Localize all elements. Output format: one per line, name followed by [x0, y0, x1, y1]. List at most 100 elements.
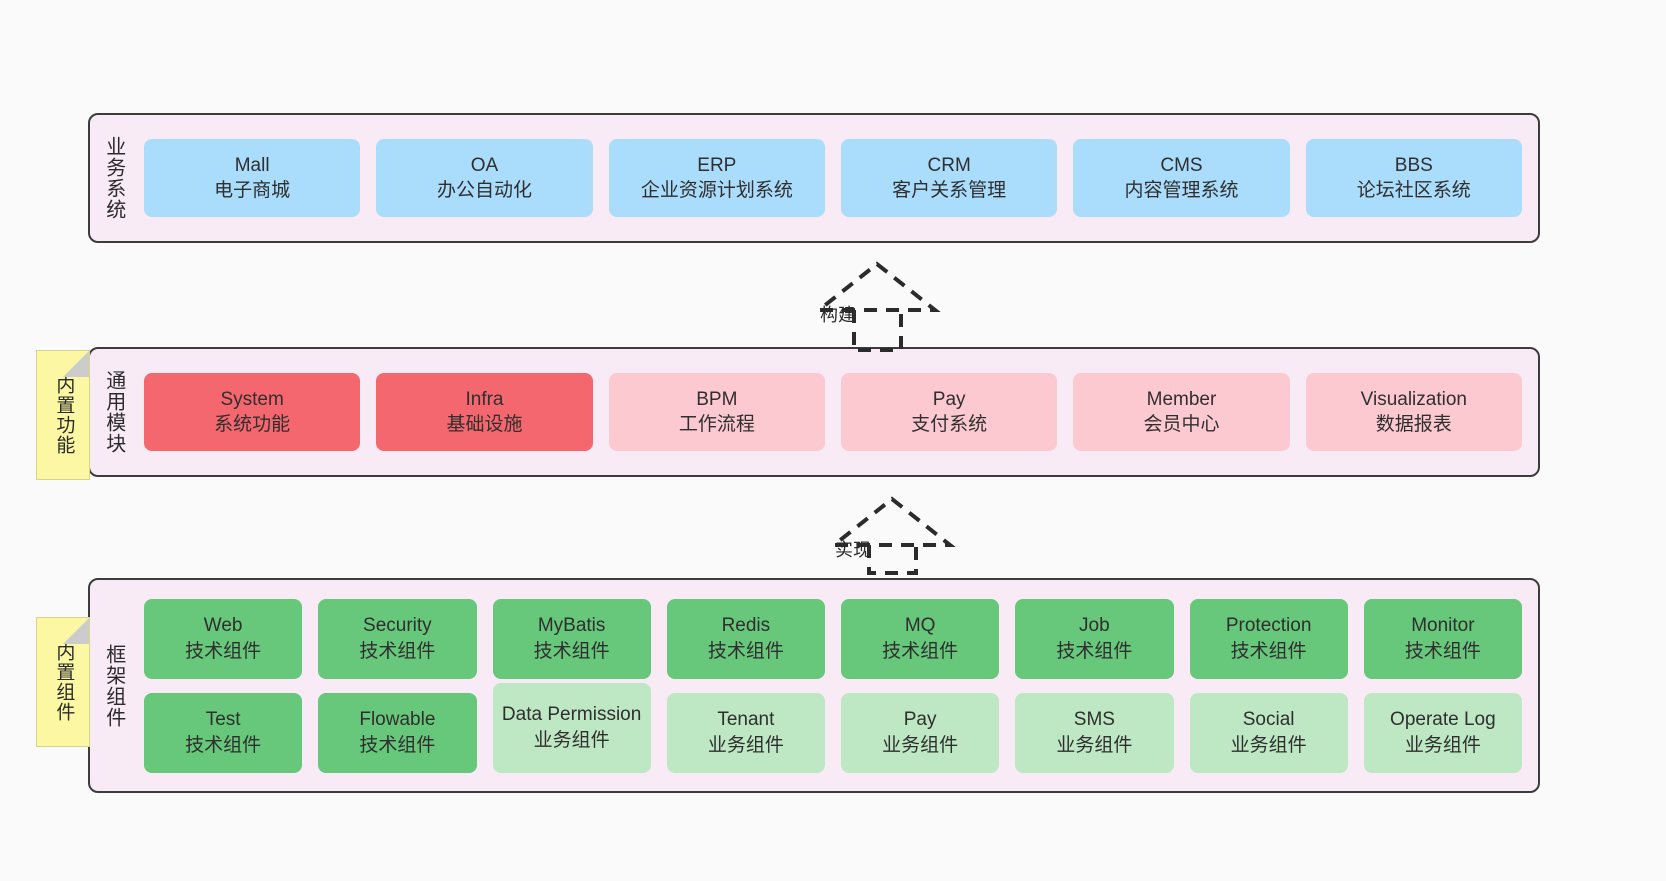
module-subtitle: 基础设施 — [446, 414, 523, 435]
module-card-member[interactable]: Member 会员中心 — [1073, 373, 1290, 451]
component-card-security[interactable]: Security 技术组件 — [318, 598, 477, 679]
module-subtitle: 论坛社区系统 — [1356, 180, 1471, 201]
component-subtitle: 业务组件 — [1056, 734, 1133, 756]
component-card-test[interactable]: Test 技术组件 — [144, 692, 303, 773]
component-card-data-permission[interactable]: Data Permission 业务组件 — [492, 682, 651, 773]
module-title: Mall — [234, 154, 270, 176]
component-card-sms[interactable]: SMS 业务组件 — [1015, 692, 1174, 773]
connector-build-label: 构建 — [820, 305, 856, 325]
component-title: Monitor — [1411, 615, 1475, 637]
module-card-erp[interactable]: ERP 企业资源计划系统 — [608, 139, 825, 217]
component-title: Flowable — [359, 709, 436, 731]
module-title: BPM — [696, 388, 738, 410]
component-subtitle: 技术组件 — [1056, 640, 1133, 662]
connector-implement-label: 实现 — [835, 540, 871, 560]
tier-row: Test 技术组件 Flowable 技术组件 Data Permission … — [144, 682, 1522, 773]
component-subtitle: 业务组件 — [1230, 734, 1307, 756]
component-card-tenant[interactable]: Tenant 业务组件 — [666, 692, 825, 773]
component-card-operate-log[interactable]: Operate Log 业务组件 — [1363, 692, 1522, 773]
module-title: Visualization — [1360, 388, 1467, 410]
note-builtin-component: 内置组件 — [36, 617, 90, 747]
module-card-system[interactable]: System 系统功能 — [144, 373, 361, 451]
component-title: Data Permission — [501, 704, 642, 726]
component-subtitle: 技术组件 — [707, 640, 784, 662]
component-subtitle: 技术组件 — [185, 640, 262, 662]
module-subtitle: 企业资源计划系统 — [640, 180, 793, 201]
module-subtitle: 数据报表 — [1375, 414, 1452, 435]
module-title: BBS — [1394, 154, 1433, 176]
component-title: Redis — [721, 615, 771, 637]
tier-common-module: 通用模块 System 系统功能 Infra 基础设施 BPM 工作流程 Pay… — [88, 347, 1540, 477]
component-card-flowable[interactable]: Flowable 技术组件 — [318, 692, 477, 773]
component-card-monitor[interactable]: Monitor 技术组件 — [1363, 598, 1522, 679]
component-subtitle: 业务组件 — [1404, 734, 1481, 756]
module-card-oa[interactable]: OA 办公自动化 — [376, 139, 593, 217]
module-subtitle: 会员中心 — [1143, 414, 1220, 435]
connector-implement-arrow: 实现 — [810, 496, 960, 575]
tier-body-framework-component: Web 技术组件 Security 技术组件 MyBatis 技术组件 Redi… — [136, 598, 1538, 773]
module-card-mall[interactable]: Mall 电子商城 — [144, 139, 361, 217]
component-card-pay[interactable]: Pay 业务组件 — [841, 692, 1000, 773]
component-title: Social — [1242, 709, 1295, 731]
tier-body-common-module: System 系统功能 Infra 基础设施 BPM 工作流程 Pay 支付系统… — [136, 373, 1538, 451]
tier-row: Web 技术组件 Security 技术组件 MyBatis 技术组件 Redi… — [144, 598, 1522, 679]
component-title: Test — [205, 709, 241, 731]
module-title: Infra — [465, 388, 504, 410]
module-subtitle: 工作流程 — [678, 414, 755, 435]
module-title: ERP — [697, 154, 737, 176]
tier-business-system: 业务系统 Mall 电子商城 OA 办公自动化 ERP 企业资源计划系统 CRM… — [88, 113, 1540, 243]
component-subtitle: 技术组件 — [359, 734, 436, 756]
component-subtitle: 技术组件 — [1404, 640, 1481, 662]
tier-label-common-module: 通用模块 — [102, 370, 125, 454]
module-title: Pay — [932, 388, 966, 410]
module-card-visualization[interactable]: Visualization 数据报表 — [1305, 373, 1522, 451]
note-builtin-function-label: 内置功能 — [53, 375, 75, 455]
module-subtitle: 客户关系管理 — [892, 180, 1007, 201]
tier-row: System 系统功能 Infra 基础设施 BPM 工作流程 Pay 支付系统… — [144, 373, 1522, 451]
component-title: MQ — [904, 615, 936, 637]
tier-label-business-system: 业务系统 — [102, 136, 125, 220]
component-title: Security — [363, 615, 432, 637]
component-card-social[interactable]: Social 业务组件 — [1189, 692, 1348, 773]
module-subtitle: 支付系统 — [911, 414, 988, 435]
module-subtitle: 内容管理系统 — [1124, 180, 1239, 201]
component-subtitle: 业务组件 — [533, 729, 610, 751]
component-title: MyBatis — [537, 615, 606, 637]
component-title: SMS — [1073, 709, 1115, 731]
module-card-pay[interactable]: Pay 支付系统 — [840, 373, 1058, 451]
component-title: Protection — [1225, 615, 1312, 637]
component-card-redis[interactable]: Redis 技术组件 — [666, 598, 825, 679]
component-title: Job — [1079, 615, 1110, 637]
generalization-triangle-head — [828, 496, 956, 547]
component-card-mq[interactable]: MQ 技术组件 — [841, 598, 1000, 679]
tier-framework-component: 框架组件 Web 技术组件 Security 技术组件 MyBatis 技术组件… — [88, 578, 1540, 793]
component-subtitle: 技术组件 — [533, 640, 610, 662]
generalization-stem — [867, 545, 918, 575]
component-subtitle: 技术组件 — [882, 640, 959, 662]
component-title: Web — [203, 615, 243, 637]
connector-build-arrow: 构建 — [795, 261, 945, 352]
module-title: Member — [1146, 388, 1217, 410]
component-card-protection[interactable]: Protection 技术组件 — [1189, 598, 1348, 679]
component-card-mybatis[interactable]: MyBatis 技术组件 — [492, 598, 651, 679]
module-subtitle: 系统功能 — [214, 414, 291, 435]
generalization-triangle-head — [813, 261, 941, 312]
module-subtitle: 办公自动化 — [436, 180, 532, 201]
component-subtitle: 技术组件 — [185, 734, 262, 756]
module-card-bbs[interactable]: BBS 论坛社区系统 — [1305, 139, 1522, 217]
module-subtitle: 电子商城 — [214, 180, 291, 201]
component-subtitle: 技术组件 — [359, 640, 436, 662]
generalization-stem — [852, 310, 903, 352]
component-card-job[interactable]: Job 技术组件 — [1015, 598, 1174, 679]
tier-row: Mall 电子商城 OA 办公自动化 ERP 企业资源计划系统 CRM 客户关系… — [144, 139, 1522, 217]
module-card-crm[interactable]: CRM 客户关系管理 — [840, 139, 1058, 217]
component-card-web[interactable]: Web 技术组件 — [144, 598, 303, 679]
component-subtitle: 业务组件 — [707, 734, 784, 756]
module-card-infra[interactable]: Infra 基础设施 — [376, 373, 593, 451]
component-subtitle: 技术组件 — [1230, 640, 1307, 662]
module-card-bpm[interactable]: BPM 工作流程 — [608, 373, 825, 451]
module-card-cms[interactable]: CMS 内容管理系统 — [1073, 139, 1290, 217]
component-title: Pay — [903, 709, 937, 731]
note-builtin-function: 内置功能 — [36, 350, 90, 480]
module-title: CMS — [1160, 154, 1203, 176]
